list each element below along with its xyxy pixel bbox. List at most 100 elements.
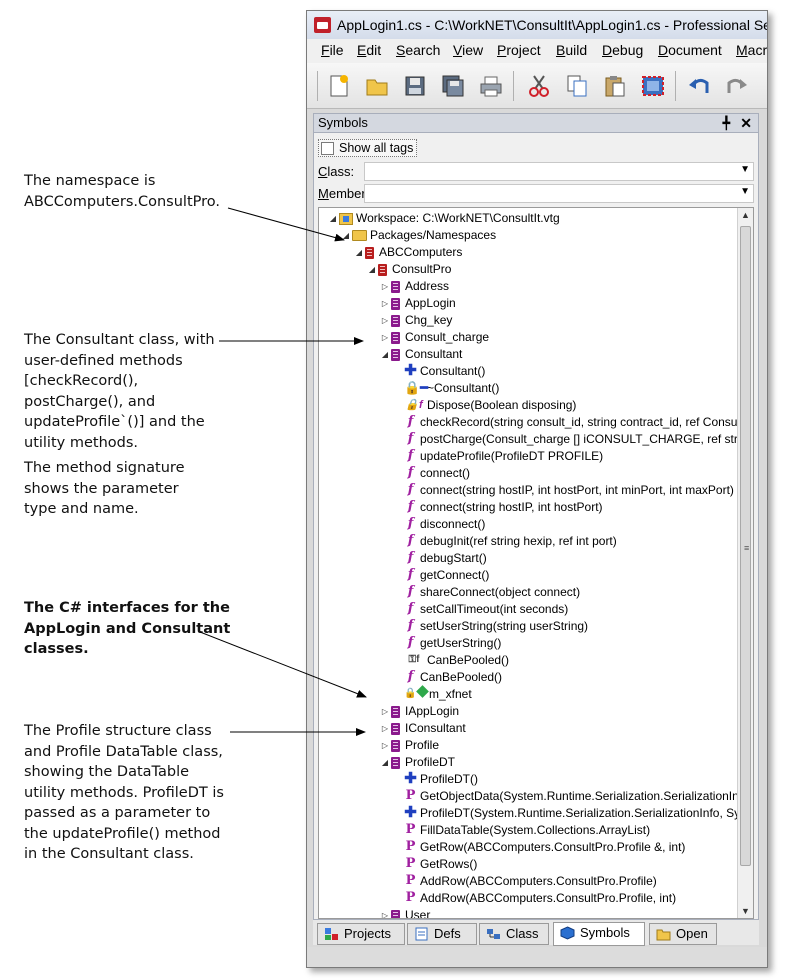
- member-combo[interactable]: ▼: [364, 184, 754, 203]
- scroll-up-icon[interactable]: ▲: [741, 210, 750, 220]
- tree-node[interactable]: ◢ProfileDT: [379, 754, 455, 771]
- expand-icon[interactable]: ▷: [381, 299, 389, 308]
- close-icon[interactable]: ✕: [740, 115, 752, 131]
- collapse-icon[interactable]: ◢: [368, 265, 376, 274]
- menu-build[interactable]: Build: [556, 42, 588, 58]
- pin-icon[interactable]: ╇: [722, 116, 730, 130]
- tab-symbols[interactable]: Symbols: [553, 922, 645, 946]
- tree-node[interactable]: ▷Address: [379, 278, 449, 295]
- scroll-down-icon[interactable]: ▼: [741, 906, 750, 916]
- tree-node[interactable]: ▷Profile: [379, 737, 439, 754]
- cut-icon[interactable]: [525, 71, 553, 101]
- function-icon: f: [407, 516, 414, 531]
- menu-project[interactable]: Project: [497, 42, 541, 58]
- tree-node-label: ABCComputers: [379, 245, 463, 259]
- tree-node[interactable]: ▷AppLogin: [379, 295, 456, 312]
- chevron-down-icon[interactable]: ▼: [740, 186, 750, 197]
- new-file-icon[interactable]: [325, 71, 353, 101]
- paste-icon[interactable]: [601, 71, 629, 101]
- copy-icon[interactable]: [563, 71, 591, 101]
- tree-node[interactable]: 🔒m_xfnet: [392, 685, 472, 703]
- print-icon[interactable]: [477, 71, 505, 101]
- tree-node[interactable]: ▷Consult_charge: [379, 329, 489, 346]
- collapse-icon[interactable]: ◢: [342, 231, 350, 240]
- checkbox-box[interactable]: [321, 142, 334, 155]
- menu-file[interactable]: File: [321, 42, 344, 58]
- menu-view[interactable]: View: [453, 42, 484, 58]
- tree-node[interactable]: ▷IAppLogin: [379, 703, 459, 720]
- save-all-icon[interactable]: [439, 71, 467, 101]
- open-folder-icon[interactable]: [363, 71, 391, 101]
- tab-projects[interactable]: Projects: [317, 923, 405, 945]
- expand-icon[interactable]: ▷: [381, 316, 389, 325]
- vertical-scrollbar[interactable]: ▲ ≡ ▼: [737, 208, 753, 918]
- save-icon[interactable]: [401, 71, 429, 101]
- expand-icon[interactable]: ▷: [381, 741, 389, 750]
- menu-search[interactable]: Search: [396, 42, 441, 58]
- undo-icon[interactable]: [685, 71, 713, 101]
- collapse-icon[interactable]: ◢: [355, 248, 363, 257]
- menu-debug[interactable]: Debug: [602, 42, 644, 58]
- tree-node[interactable]: ✚ProfileDT(): [392, 771, 478, 788]
- tab-class[interactable]: Class: [479, 923, 549, 945]
- expand-icon[interactable]: ▷: [381, 911, 389, 919]
- tab-defs[interactable]: Defs: [407, 923, 477, 945]
- tree-node[interactable]: ✚Consultant(): [392, 363, 485, 380]
- tree-node[interactable]: ◢Workspace: C:\WorkNET\ConsultIt.vtg: [327, 210, 560, 227]
- tree-node[interactable]: ▷IConsultant: [379, 720, 466, 737]
- chevron-down-icon[interactable]: ▼: [740, 164, 750, 175]
- tree-node[interactable]: 🔒━~Consultant(): [392, 380, 499, 397]
- tree-node[interactable]: ▷Chg_key: [379, 312, 452, 329]
- collapse-icon[interactable]: ◢: [329, 214, 337, 223]
- expand-icon[interactable]: ▷: [381, 724, 389, 733]
- symbol-tree[interactable]: ◢Workspace: C:\WorkNET\ConsultIt.vtg◢Pac…: [318, 207, 754, 919]
- collapse-icon[interactable]: ◢: [381, 350, 389, 359]
- menu-edit[interactable]: Edit: [357, 42, 382, 58]
- tree-node[interactable]: ▷User: [379, 907, 430, 919]
- title-bar[interactable]: AppLogin1.cs - C:\WorkNET\ConsultIt\AppL…: [307, 11, 767, 39]
- scroll-thumb[interactable]: ≡: [740, 226, 751, 866]
- class-combo[interactable]: ▼: [364, 162, 754, 181]
- expand-icon[interactable]: ▷: [381, 707, 389, 716]
- tree-node-label: Consultant(): [420, 364, 486, 378]
- tree-node[interactable]: ◢ConsultPro: [366, 261, 451, 278]
- tree-node[interactable]: ◢Packages/Namespaces: [340, 227, 496, 244]
- function-icon: f: [407, 635, 414, 650]
- tree-node[interactable]: ◢Consultant: [379, 346, 462, 363]
- tree-node[interactable]: ✚ProfileDT(System.Runtime.Serialization.…: [392, 805, 749, 822]
- show-all-tags-checkbox[interactable]: Show all tags: [318, 139, 418, 157]
- expand-icon[interactable]: ▷: [381, 282, 389, 291]
- menu-document[interactable]: Document: [658, 42, 722, 58]
- expand-icon[interactable]: ▷: [381, 333, 389, 342]
- menu-macro[interactable]: Macr: [736, 42, 768, 58]
- tab-label: Class: [506, 926, 539, 941]
- collapse-icon[interactable]: ◢: [381, 758, 389, 767]
- tab-open[interactable]: Open: [649, 923, 717, 945]
- tree-node[interactable]: ◢ ABCComputers: [353, 244, 462, 261]
- redo-icon[interactable]: [723, 71, 751, 101]
- select-all-icon[interactable]: [639, 71, 667, 101]
